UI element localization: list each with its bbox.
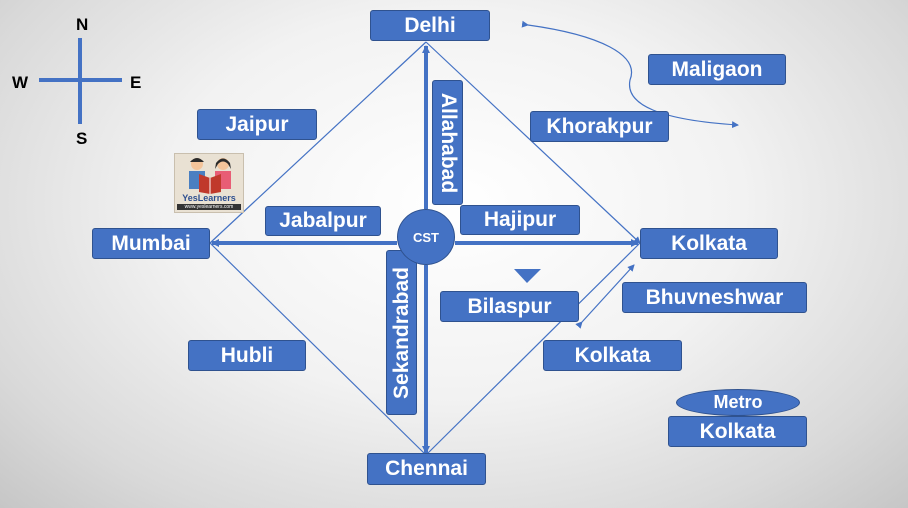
edge-delhi-mumbai: [209, 41, 427, 244]
city-box-kolkata: Kolkata: [640, 228, 778, 259]
logo-brand-text: YesLearners: [182, 193, 236, 203]
curved-arrow-maligaon: [521, 20, 739, 129]
edge-mumbai-chennai: [209, 242, 427, 456]
double-arrow-bilaspur-kolkata: [575, 264, 635, 329]
compass-south-label: S: [76, 129, 88, 148]
city-box-khorakpur: Khorakpur: [530, 111, 669, 142]
edge-delhi-kolkata: [425, 41, 641, 244]
down-triangle-marker: [514, 269, 541, 283]
compass-east-label: E: [130, 73, 142, 92]
allahabad-label: Allahabad: [436, 92, 460, 193]
city-box-hubli: Hubli: [188, 340, 306, 371]
city-box-jaipur: Jaipur: [197, 109, 317, 140]
reading-kids-icon: [189, 158, 231, 194]
compass-north-label: N: [76, 15, 89, 34]
city-box-jabalpur: Jabalpur: [265, 206, 381, 236]
city-box-bhuvneshwar: Bhuvneshwar: [622, 282, 807, 313]
logo-url-text: www.yeslearners.com: [177, 204, 241, 210]
compass-west-label: W: [12, 73, 29, 92]
city-box-maligaon: Maligaon: [648, 54, 786, 85]
cst-center-node: CST: [397, 209, 455, 265]
city-box-allahabad: Allahabad: [432, 80, 463, 205]
sekandrabad-label: Sekandrabad: [389, 266, 413, 399]
city-box-sekandrabad: Sekandrabad: [386, 250, 417, 415]
city-box-delhi: Delhi: [370, 10, 490, 41]
city-box-metro-kolkata: Kolkata: [668, 416, 807, 447]
city-box-kolkata-south: Kolkata: [543, 340, 682, 371]
city-box-hajipur: Hajipur: [460, 205, 580, 235]
city-box-bilaspur: Bilaspur: [440, 291, 579, 322]
yeslearners-logo: YesLearners www.yeslearners.com: [174, 153, 244, 213]
city-box-mumbai: Mumbai: [92, 228, 210, 259]
city-box-chennai: Chennai: [367, 453, 486, 485]
compass-cross: [39, 38, 122, 124]
metro-oval: Metro: [676, 389, 800, 416]
